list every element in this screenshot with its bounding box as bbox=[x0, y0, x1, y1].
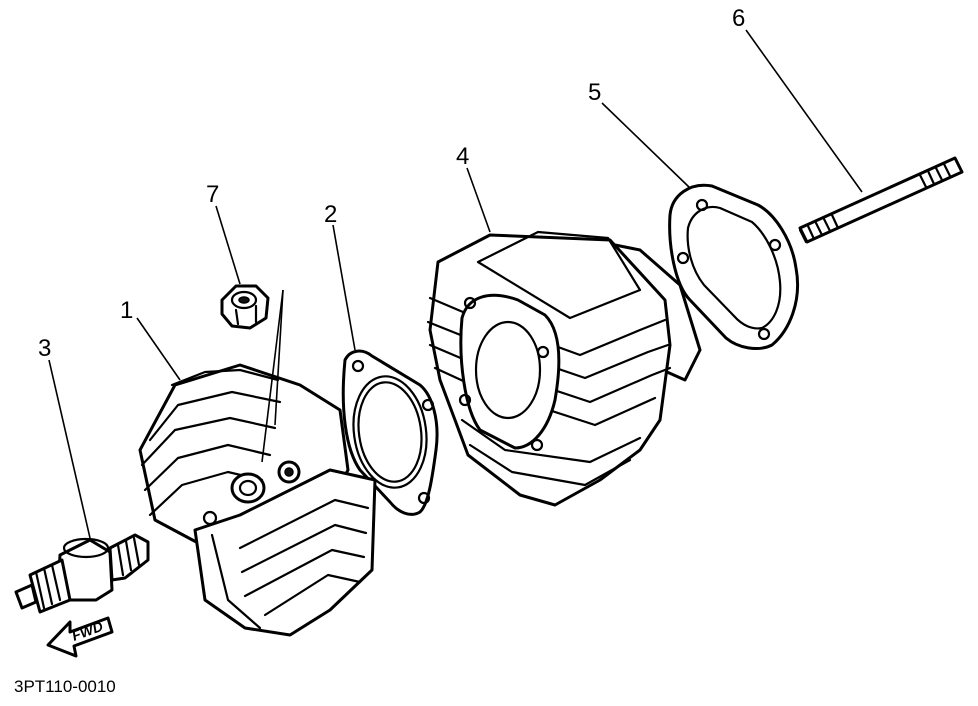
callout-6: 6 bbox=[732, 5, 745, 32]
callout-7: 7 bbox=[206, 181, 219, 208]
callout-4: 4 bbox=[456, 143, 469, 170]
spark-plug bbox=[14, 533, 150, 614]
callout-5: 5 bbox=[588, 79, 601, 106]
callout-1: 1 bbox=[120, 297, 133, 324]
leader-lines bbox=[48, 29, 863, 539]
cylinder-base-gasket bbox=[668, 183, 800, 350]
callout-2: 2 bbox=[324, 201, 337, 228]
forward-direction-arrow: FWD bbox=[46, 616, 114, 658]
cylinder bbox=[426, 230, 702, 507]
head-gasket bbox=[341, 349, 439, 516]
callout-3: 3 bbox=[38, 335, 51, 362]
cap-nut bbox=[220, 284, 270, 330]
cylinder-head bbox=[138, 363, 377, 637]
stud-bolt bbox=[798, 156, 964, 244]
part-code: 3PT110-0010 bbox=[14, 677, 116, 696]
